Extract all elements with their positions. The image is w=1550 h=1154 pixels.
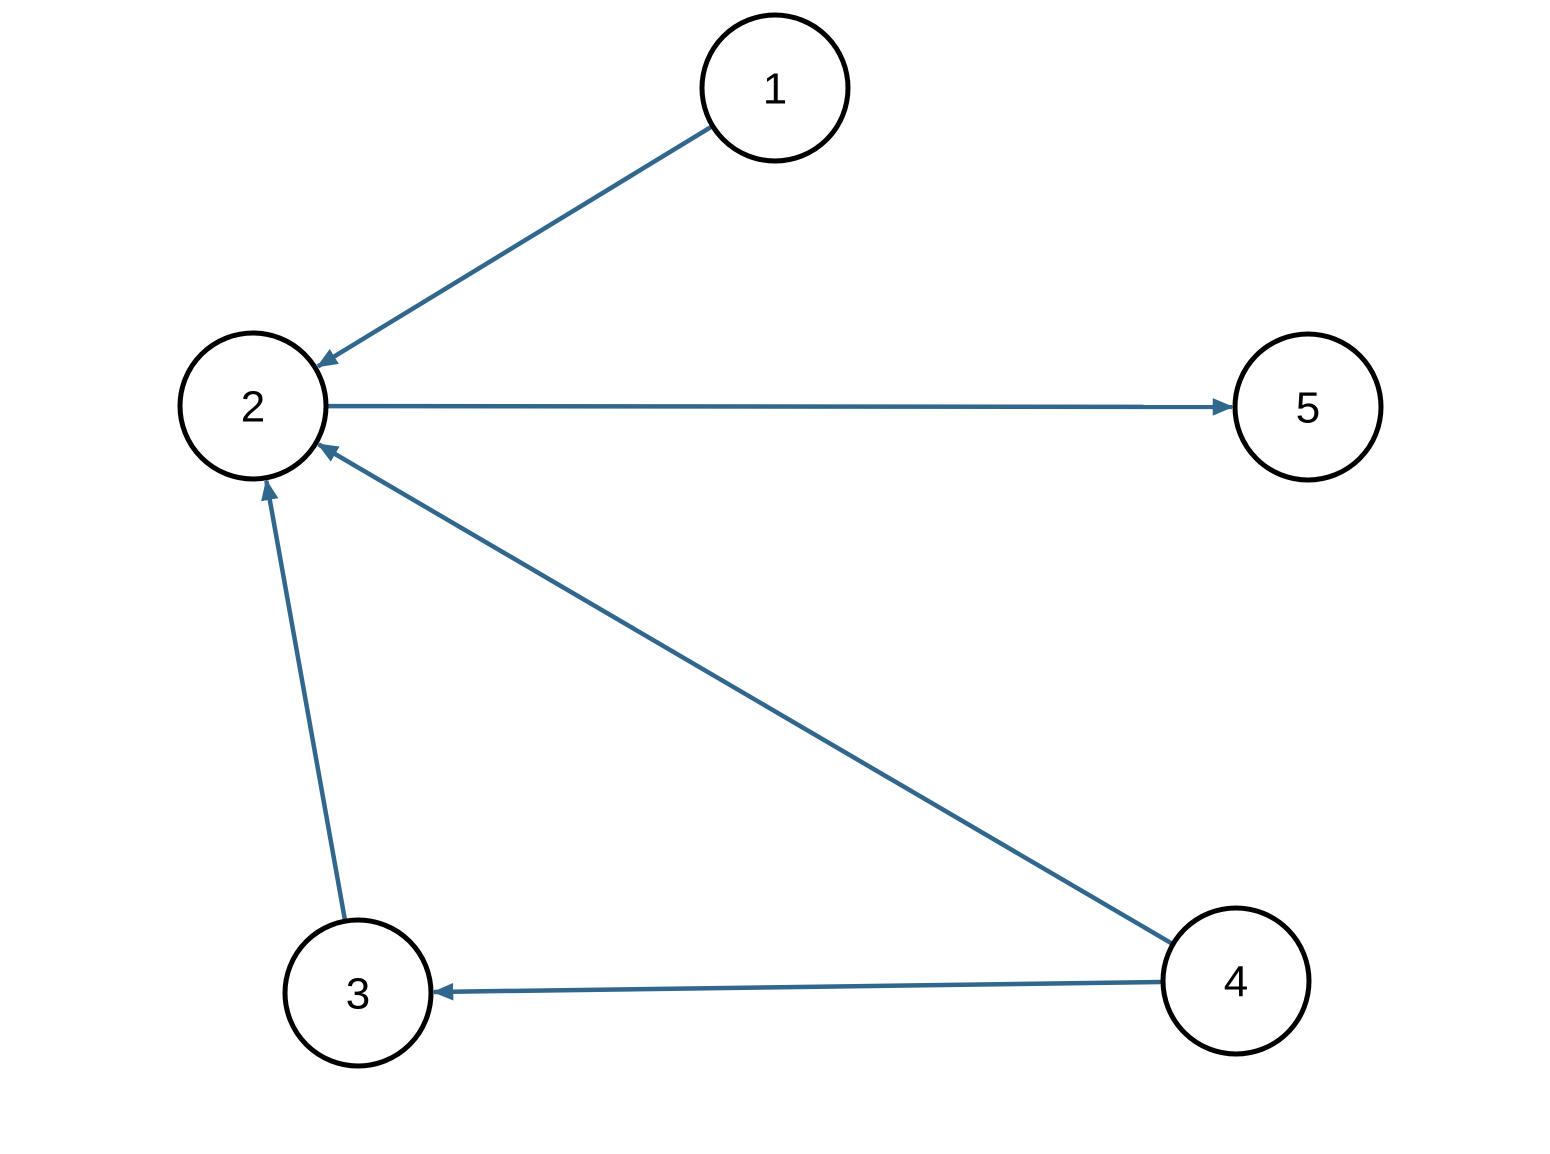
node-3: 3 <box>282 917 434 1069</box>
node-label-2: 2 <box>241 382 265 431</box>
node-circle-5 <box>1232 331 1384 483</box>
node-circle-1 <box>699 12 851 164</box>
edge-4-to-2 <box>317 442 1173 946</box>
node-circle-2 <box>177 330 329 482</box>
node-label-4: 4 <box>1224 957 1248 1006</box>
node-5: 5 <box>1232 331 1384 483</box>
node-circle-3 <box>282 917 434 1069</box>
node-label-1: 1 <box>763 64 787 113</box>
edge-1-to-2 <box>316 125 713 369</box>
edge-3-to-2 <box>261 479 348 920</box>
node-label-3: 3 <box>346 969 370 1018</box>
node-circle-4 <box>1160 905 1312 1057</box>
edge-2-to-5 <box>327 398 1234 416</box>
node-label-5: 5 <box>1296 383 1320 432</box>
node-2: 2 <box>177 330 329 482</box>
edge-4-to-3 <box>432 979 1162 1001</box>
node-4: 4 <box>1160 905 1312 1057</box>
node-1: 1 <box>699 12 851 164</box>
